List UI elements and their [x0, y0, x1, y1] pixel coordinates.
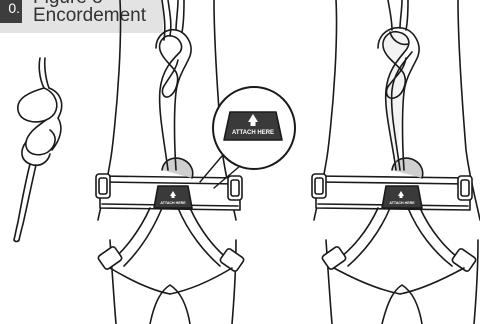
zoom-attach-label: ATTACH HERE [232, 130, 274, 136]
attach-here-zoom-callout [200, 87, 295, 188]
harness-left-attach-label: ATTACH HERE [160, 201, 186, 205]
harness-panel-right [312, 0, 480, 324]
harness-right-attach-label: ATTACH HERE [389, 201, 415, 205]
loose-figure-eight-knot [14, 58, 62, 242]
harness-panel-left [96, 0, 245, 324]
